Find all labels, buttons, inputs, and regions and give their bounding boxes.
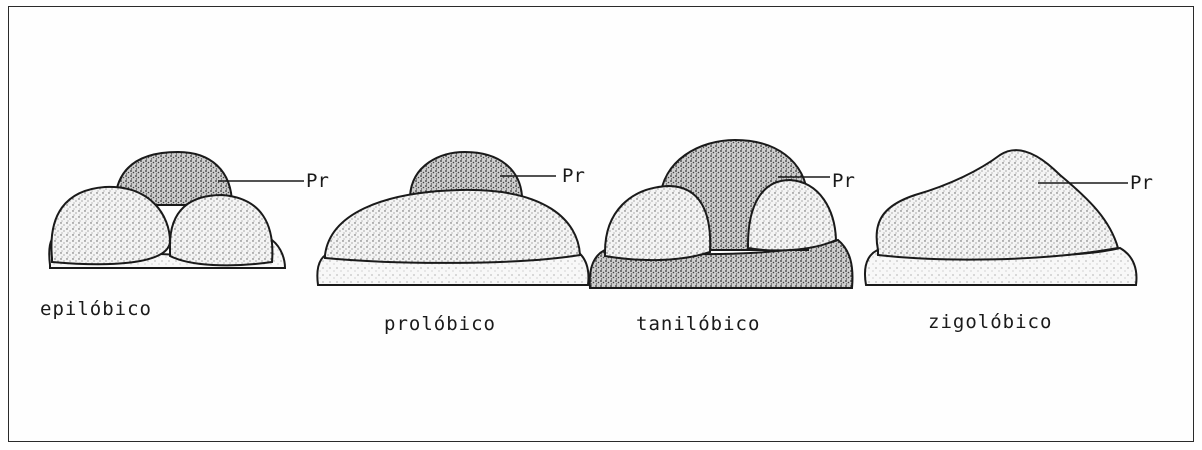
panel-zigolobico: Pr bbox=[865, 150, 1153, 285]
caption-tanilobico: tanilóbico bbox=[636, 313, 760, 335]
caption-zigolobico: zigolóbico bbox=[928, 311, 1052, 333]
panel-tanilobico: Pr bbox=[590, 140, 855, 288]
epilobico-right-lobe bbox=[170, 195, 272, 265]
caption-prolobico: prolóbico bbox=[384, 313, 496, 335]
zigolobico-pr-label: Pr bbox=[1130, 172, 1153, 194]
prolobico-main-lobe bbox=[325, 190, 580, 263]
prolobico-pr-label: Pr bbox=[562, 165, 585, 187]
epilobico-pr-label: Pr bbox=[306, 170, 329, 192]
tanilobico-pr-label: Pr bbox=[832, 170, 855, 192]
zigolobico-trigon bbox=[877, 150, 1118, 259]
panel-epilobico: Pr bbox=[49, 152, 329, 268]
tanilobico-left-lobe bbox=[605, 186, 710, 260]
panel-prolobico: Pr bbox=[317, 152, 588, 285]
caption-epilobico: epilóbico bbox=[40, 298, 152, 320]
